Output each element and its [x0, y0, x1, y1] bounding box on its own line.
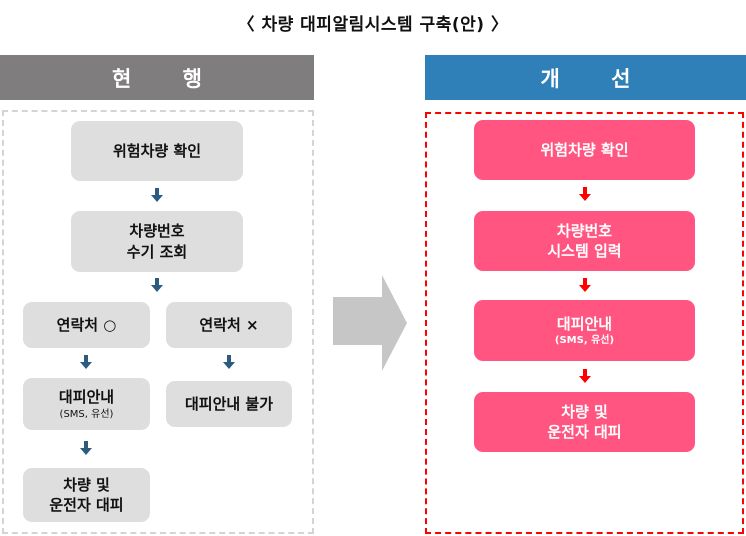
- step-label: 연락처 ○: [56, 315, 117, 334]
- arrow-down-icon: [80, 441, 92, 455]
- arrow-down-icon: [223, 355, 235, 369]
- step-label: 연락처 ×: [199, 315, 259, 334]
- improved-frame: [425, 112, 744, 534]
- step-label: 차량번호: [556, 221, 613, 240]
- step-label: 시스템 입력: [547, 242, 622, 260]
- step-label: 차량번호: [129, 222, 185, 241]
- step-label: 위험차량 확인: [540, 140, 629, 159]
- arrow-down-icon: [579, 278, 591, 292]
- step-label: 차량 및: [63, 475, 110, 494]
- current-frame: [2, 110, 314, 534]
- step-label: 차량 및: [561, 402, 608, 421]
- improved-step-input: 차량번호 시스템 입력: [474, 211, 695, 271]
- diagram-title: 〈 차량 대피알림시스템 구축(안) 〉: [237, 15, 509, 35]
- current-header: 현 행: [0, 55, 314, 100]
- arrow-down-icon: [151, 188, 163, 202]
- step-label: 운전자 대피: [49, 496, 124, 514]
- step-sublabel: (SMS, 유선): [554, 335, 615, 347]
- step-label: 수기 조회: [126, 242, 188, 261]
- current-step-lookup: 차량번호 수기 조회: [71, 211, 243, 272]
- current-step-contact-no: 연락처 ×: [166, 302, 292, 348]
- step-sublabel: (SMS, 유선): [59, 408, 114, 420]
- improved-step-check: 위험차량 확인: [474, 120, 695, 180]
- current-step-contact-yes: 연락처 ○: [23, 302, 150, 348]
- improved-header: 개 선: [425, 55, 746, 100]
- arrow-down-icon: [579, 187, 591, 201]
- arrow-down-icon: [80, 355, 92, 369]
- arrow-down-icon: [579, 369, 591, 383]
- step-label: 대피안내: [556, 314, 613, 333]
- current-step-evacuate: 차량 및 운전자 대피: [23, 468, 150, 522]
- current-step-notify: 대피안내 (SMS, 유선): [23, 378, 150, 430]
- step-label: 위험차량 확인: [112, 141, 202, 160]
- improved-step-notify: 대피안내 (SMS, 유선): [474, 300, 695, 361]
- step-label: 대피안내 불가: [184, 394, 274, 413]
- step-label: 운전자 대피: [547, 423, 622, 441]
- current-step-check: 위험차량 확인: [71, 121, 243, 181]
- arrow-right-icon: [333, 275, 407, 371]
- arrow-down-icon: [151, 278, 163, 292]
- step-label: 대피안내: [58, 388, 115, 407]
- current-step-notify-unavailable: 대피안내 불가: [166, 381, 292, 427]
- improved-step-evacuate: 차량 및 운전자 대피: [474, 392, 695, 452]
